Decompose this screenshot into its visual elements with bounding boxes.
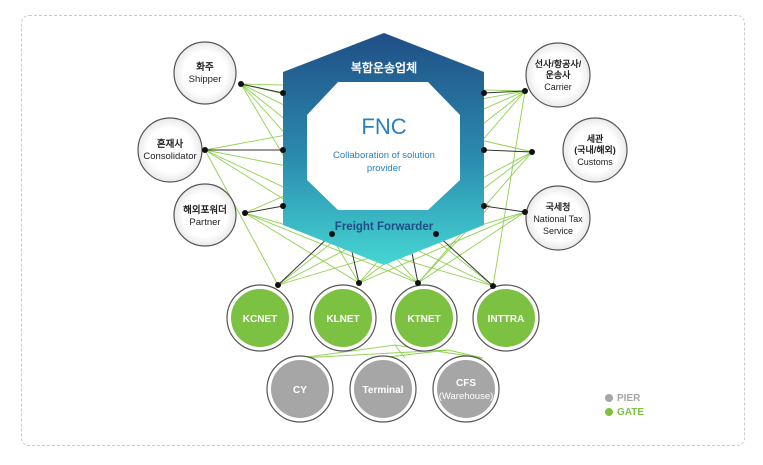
node-consolidator-line1: 혼재사 bbox=[157, 138, 183, 150]
pier-dot-icon bbox=[605, 394, 613, 402]
node-customs-line2: (국내/해외) bbox=[574, 144, 616, 155]
hub-name: FNC bbox=[361, 114, 406, 139]
node-shipper-line2: Shipper bbox=[189, 74, 222, 85]
hub-subtitle-line2: provider bbox=[367, 163, 401, 174]
node-carrier-line3: Carrier bbox=[544, 82, 572, 92]
hub-bottom-label: Freight Forwarder bbox=[335, 221, 434, 233]
node-customs: 세관 (국내/해외) Customs bbox=[562, 117, 628, 183]
node-national-tax-line2: National Tax bbox=[533, 214, 583, 224]
legend-pier-label: PIER bbox=[617, 392, 641, 404]
gate-dot-icon bbox=[605, 408, 613, 416]
node-carrier-line2: 운송사 bbox=[546, 69, 572, 80]
node-national-tax-line3: Service bbox=[543, 226, 573, 236]
pier-cfs-line2: (Warehouse) bbox=[439, 391, 494, 402]
node-shipper-line1: 화주 bbox=[196, 61, 214, 73]
node-customs-line3: Customs bbox=[577, 157, 613, 167]
gate-ktnet-label: KTNET bbox=[407, 314, 440, 325]
node-carrier-line1: 선사/항공사/ bbox=[535, 58, 582, 69]
node-carrier: 선사/항공사/ 운송사 Carrier bbox=[525, 42, 591, 108]
gate-nodes: KCNET KLNET KTNET INTTRA bbox=[226, 284, 540, 352]
pier-terminal-label: Terminal bbox=[363, 385, 404, 396]
node-national-tax: 국세청 National Tax Service bbox=[525, 185, 591, 251]
left-nodes: 화주 Shipper 혼재사 Consolidator 해외포워더 Partne… bbox=[137, 41, 237, 247]
gate-kcnet-label: KCNET bbox=[243, 314, 277, 325]
diagram-frame bbox=[21, 15, 745, 446]
node-consolidator: 혼재사 Consolidator bbox=[137, 117, 203, 183]
node-customs-line1: 세관 bbox=[587, 133, 604, 144]
hub-inner-octagon bbox=[307, 82, 460, 210]
pier-cy: CY bbox=[266, 355, 334, 423]
hub-subtitle-line1: Collaboration of solution bbox=[333, 150, 435, 161]
gate-kcnet: KCNET bbox=[226, 284, 294, 352]
legend-gate-label: GATE bbox=[617, 406, 645, 418]
hub-top-label: 복합운송업체 bbox=[351, 60, 417, 75]
gate-klnet: KLNET bbox=[309, 284, 377, 352]
legend-pier: PIER bbox=[605, 391, 644, 405]
node-partner: 해외포워더 Partner bbox=[173, 183, 237, 247]
fnc-hub: 복합운송업체 FNC Collaboration of solution pro… bbox=[283, 33, 484, 265]
node-shipper: 화주 Shipper bbox=[173, 41, 237, 105]
gate-inttra: INTTRA bbox=[472, 284, 540, 352]
gate-inttra-label: INTTRA bbox=[488, 314, 525, 325]
pier-nodes: CY Terminal CFS (Warehouse) bbox=[266, 355, 500, 423]
legend: PIER GATE bbox=[605, 391, 644, 419]
connector-dots bbox=[202, 81, 535, 289]
pier-cy-label: CY bbox=[293, 385, 307, 396]
right-nodes: 선사/항공사/ 운송사 Carrier 세관 (국내/해외) Customs 국… bbox=[525, 42, 628, 251]
pier-terminal: Terminal bbox=[349, 355, 417, 423]
node-consolidator-line2: Consolidator bbox=[143, 151, 196, 162]
legend-gate: GATE bbox=[605, 405, 644, 419]
node-partner-line1: 해외포워더 bbox=[183, 204, 227, 216]
node-partner-line2: Partner bbox=[189, 217, 220, 228]
pier-cfs: CFS (Warehouse) bbox=[432, 355, 500, 423]
gate-klnet-label: KLNET bbox=[326, 314, 359, 325]
gate-ktnet: KTNET bbox=[390, 284, 458, 352]
pier-cfs-line1: CFS bbox=[456, 378, 476, 389]
dark-links bbox=[205, 83, 533, 287]
node-national-tax-line1: 국세청 bbox=[546, 201, 571, 212]
